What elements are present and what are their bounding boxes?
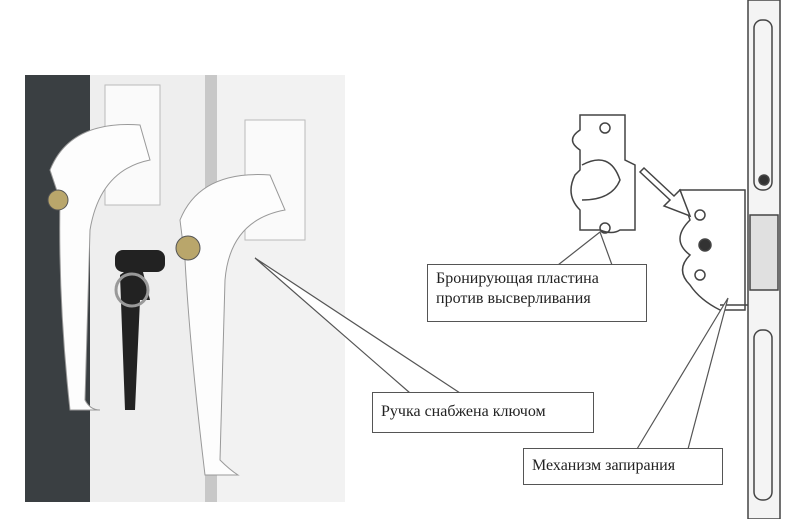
handle-key-label: Ручка снабжена ключом [372, 392, 594, 433]
callout-lines [254, 231, 729, 450]
locking-mechanism-label: Механизм запирания [523, 448, 723, 485]
window-handle-photo [25, 75, 345, 502]
lock-mechanism-drawing [570, 0, 781, 519]
anti-drill-label-line2: против высверливания [436, 290, 591, 307]
arrow-icon [638, 166, 692, 218]
anti-drill-label-line1: Бронирующая пластина [436, 270, 599, 287]
anti-drill-plate-label: Бронирующая пластина против высверливани… [427, 264, 647, 322]
